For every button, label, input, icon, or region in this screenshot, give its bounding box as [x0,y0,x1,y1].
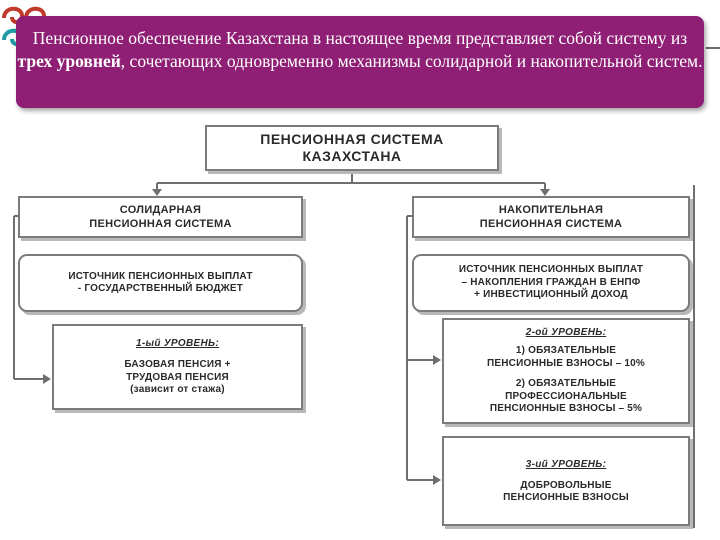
pension-system-box: ПЕНСИОННАЯ СИСТЕМА КАЗАХСТАНА [205,125,499,171]
funded-title-line2: ПЕНСИОННАЯ СИСТЕМА [480,217,622,231]
level3-line2: ПЕНСИОННЫЕ ВЗНОСЫ [503,492,629,505]
solidary-system-box: СОЛИДАРНАЯ ПЕНСИОННАЯ СИСТЕМА [18,196,303,238]
funded-source-line2: – НАКОПЛЕНИЯ ГРАЖДАН В ЕНПФ [462,277,641,290]
level1-heading: 1-ый УРОВЕНЬ: [136,337,219,350]
level3-heading: 3-ий УРОВЕНЬ: [526,458,607,471]
funded-title-line1: НАКОПИТЕЛЬНАЯ [499,203,603,217]
root-line2: КАЗАХСТАНА [302,148,401,165]
level3-line1: ДОБРОВОЛЬНЫЕ [520,480,611,493]
funded-source-line1: ИСТОЧНИК ПЕНСИОННЫХ ВЫПЛАТ [459,264,643,277]
level2-heading: 2-ой УРОВЕНЬ: [526,326,607,339]
solidary-source-line1: ИСТОЧНИК ПЕНСИОННЫХ ВЫПЛАТ [68,271,252,284]
level1-line2: ТРУДОВАЯ ПЕНСИЯ [126,372,229,385]
level3-box: 3-ий УРОВЕНЬ: ДОБРОВОЛЬНЫЕ ПЕНСИОННЫЕ ВЗ… [442,436,690,526]
solidary-source-line2: - ГОСУДАРСТВЕННЫЙ БЮДЖЕТ [78,283,243,296]
funded-system-box: НАКОПИТЕЛЬНАЯ ПЕНСИОННАЯ СИСТЕМА [412,196,690,238]
level2-item1-line2: ПЕНСИОННЫЕ ВЗНОСЫ – 10% [487,358,645,371]
level2-item1-line1: 1) ОБЯЗАТЕЛЬНЫЕ [516,345,616,358]
level1-line3: (зависит от стажа) [130,384,225,397]
solidary-title-line2: ПЕНСИОННАЯ СИСТЕМА [89,217,231,231]
level2-item2-line2: ПРОФЕССИОНАЛЬНЫЕ [505,391,627,404]
solidary-source-box: ИСТОЧНИК ПЕНСИОННЫХ ВЫПЛАТ - ГОСУДАРСТВЕ… [18,254,303,312]
funded-source-line3: + ИНВЕСТИЦИОННЫЙ ДОХОД [474,289,628,302]
root-line1: ПЕНСИОННАЯ СИСТЕМА [260,131,443,148]
level1-box: 1-ый УРОВЕНЬ: БАЗОВАЯ ПЕНСИЯ + ТРУДОВАЯ … [52,324,303,410]
level2-item2-line1: 2) ОБЯЗАТЕЛЬНЫЕ [516,378,616,391]
level1-line1: БАЗОВАЯ ПЕНСИЯ + [124,359,230,372]
funded-source-box: ИСТОЧНИК ПЕНСИОННЫХ ВЫПЛАТ – НАКОПЛЕНИЯ … [412,254,690,312]
solidary-title-line1: СОЛИДАРНАЯ [120,203,202,217]
level2-item2-line3: ПЕНСИОННЫЕ ВЗНОСЫ – 5% [490,403,642,416]
level2-box: 2-ой УРОВЕНЬ: 1) ОБЯЗАТЕЛЬНЫЕ ПЕНСИОННЫЕ… [442,318,690,424]
